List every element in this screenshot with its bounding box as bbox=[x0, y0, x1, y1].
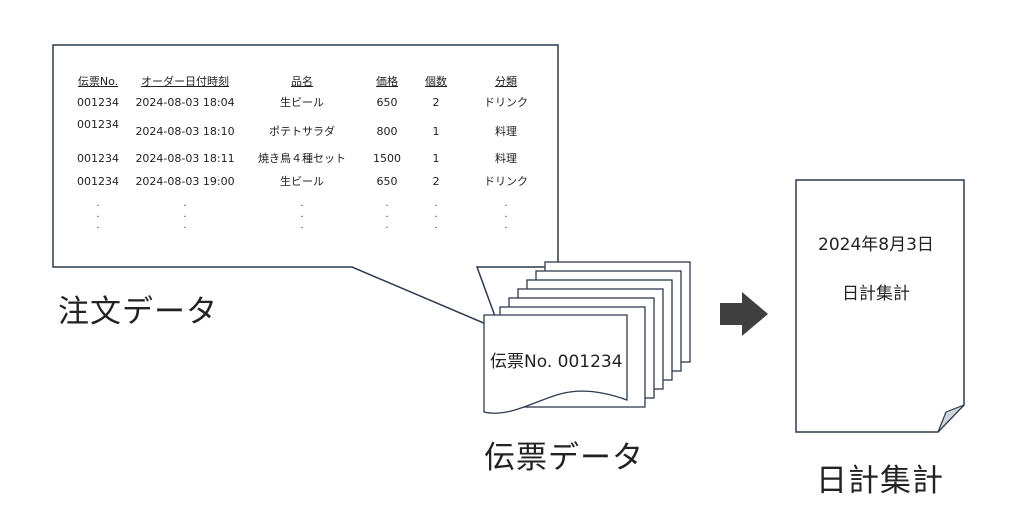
table-cell: 焼き鳥４種セット bbox=[258, 152, 346, 165]
table-cell: 2 bbox=[432, 175, 440, 188]
table-header: 分類 bbox=[495, 75, 517, 88]
table-header: 品名 bbox=[291, 75, 313, 88]
slip-data-caption: 伝票データ bbox=[484, 440, 644, 476]
continuation-dots: ··· bbox=[96, 201, 100, 234]
table-cell: 2 bbox=[432, 96, 440, 109]
continuation-dots: ··· bbox=[385, 201, 389, 234]
table-header: 伝票No. bbox=[77, 75, 119, 88]
daily-summary-page bbox=[795, 179, 965, 433]
table-cell: 生ビール bbox=[280, 96, 324, 109]
table-cell: 650 bbox=[376, 175, 398, 188]
daily-summary-caption: 日計集計 bbox=[816, 463, 944, 499]
report-title: 日計集計 bbox=[842, 284, 910, 304]
table-header: オーダー日付時刻 bbox=[141, 75, 229, 88]
table-cell: ドリンク bbox=[484, 175, 528, 188]
table-cell: 001234 bbox=[77, 118, 119, 131]
table-cell: 2024-08-03 18:04 bbox=[135, 96, 235, 109]
table-cell: 650 bbox=[376, 96, 398, 109]
table-cell: 001234 bbox=[77, 152, 119, 165]
report-date: 2024年8月3日 bbox=[818, 235, 934, 255]
table-cell: 料理 bbox=[495, 152, 517, 165]
table-cell: 料理 bbox=[495, 125, 517, 138]
table-cell: ドリンク bbox=[484, 96, 528, 109]
table-cell: 1 bbox=[432, 152, 440, 165]
slip-stack bbox=[483, 261, 691, 414]
continuation-dots: ··· bbox=[504, 201, 508, 234]
continuation-dots: ··· bbox=[183, 201, 187, 234]
order-data-caption: 注文データ bbox=[58, 294, 218, 330]
table-cell: 2024-08-03 18:10 bbox=[135, 125, 235, 138]
right-arrow-icon bbox=[720, 292, 768, 336]
table-cell: ポテトサラダ bbox=[269, 125, 335, 138]
table-header: 価格 bbox=[376, 75, 398, 88]
table-cell: 1500 bbox=[373, 152, 401, 165]
table-cell: 2024-08-03 19:00 bbox=[135, 175, 235, 188]
table-cell: 800 bbox=[376, 125, 398, 138]
order-speech-bubble bbox=[52, 44, 559, 332]
table-header: 個数 bbox=[425, 75, 447, 88]
table-cell: 生ビール bbox=[280, 175, 324, 188]
table-cell: 001234 bbox=[77, 96, 119, 109]
slip-number-label: 伝票No. 001234 bbox=[490, 352, 623, 372]
table-cell: 1 bbox=[432, 125, 440, 138]
continuation-dots: ··· bbox=[300, 201, 304, 234]
page-fold-corner bbox=[937, 404, 965, 433]
table-cell: 001234 bbox=[77, 175, 119, 188]
slip-front-sheet bbox=[483, 314, 628, 414]
table-cell: 2024-08-03 18:11 bbox=[135, 152, 235, 165]
continuation-dots: ··· bbox=[434, 201, 438, 234]
